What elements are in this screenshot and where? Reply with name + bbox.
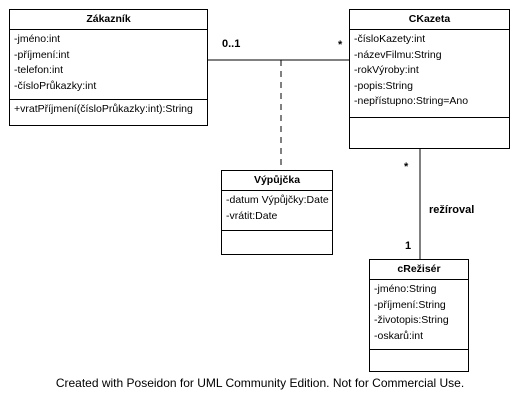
attribute: -příjmení:int <box>14 48 70 61</box>
attribute: -datum Výpůjčky:Date <box>226 194 329 206</box>
attribute: -čísloPrůkazky:int <box>14 79 97 92</box>
association-name-reziroval: režíroval <box>429 204 475 216</box>
attribute: -popis:String <box>354 79 413 92</box>
class-crezicer-name: cRežisér <box>370 260 468 280</box>
class-vypujcka-attributes: -datum Výpůjčky:Date -vrátit:Date <box>222 191 332 231</box>
class-zakaznik-attributes: -jméno:int -příjmení:int -telefon:int -č… <box>10 30 207 100</box>
attribute: -rokVýroby:int <box>354 64 419 76</box>
class-crezicer[interactable]: cRežisér -jméno:String -příjmení:String … <box>369 259 469 372</box>
class-zakaznik-operations: +vratPříjmení(čísloPrůkazky:int):String <box>10 100 207 120</box>
attribute: -příjmení:String <box>374 298 446 311</box>
class-ckazeta-name: CKazeta <box>350 10 509 30</box>
attribute: -čísloKazety:int <box>354 33 426 45</box>
class-ckazeta-operations <box>350 118 509 122</box>
class-vypujcka[interactable]: Výpůjčka -datum Výpůjčky:Date -vrátit:Da… <box>221 170 333 255</box>
class-zakaznik[interactable]: Zákazník -jméno:int -příjmení:int -telef… <box>9 9 208 126</box>
class-vypujcka-operations <box>222 231 332 235</box>
attribute: -oskarů:int <box>374 329 424 342</box>
attribute: -telefon:int <box>14 64 64 76</box>
attribute: -nepřístupno:String=Ano <box>354 95 469 107</box>
class-crezicer-operations <box>370 350 468 354</box>
attribute: -názevFilmu:String <box>354 48 442 61</box>
attribute: -jméno:int <box>14 33 61 45</box>
class-crezicer-attributes: -jméno:String -příjmení:String -životopi… <box>370 280 468 350</box>
class-zakaznik-name: Zákazník <box>10 10 207 30</box>
class-vypujcka-name: Výpůjčka <box>222 171 332 191</box>
attribute: -jméno:String <box>374 283 437 295</box>
class-ckazeta[interactable]: CKazeta -čísloKazety:int -názevFilmu:Str… <box>349 9 510 149</box>
operation: +vratPříjmení(čísloPrůkazky:int):String <box>14 103 193 115</box>
watermark-footer: Created with Poseidon for UML Community … <box>55 376 465 390</box>
multiplicity-rezicer-end: 1 <box>405 240 412 252</box>
class-ckazeta-attributes: -čísloKazety:int -názevFilmu:String -rok… <box>350 30 509 118</box>
attribute: -vrátit:Date <box>226 209 278 222</box>
multiplicity-ckazeta-top: * <box>404 161 409 173</box>
multiplicity-zakaznik-end: 0..1 <box>222 38 241 50</box>
multiplicity-ckazeta-end: * <box>338 39 343 51</box>
attribute: -životopis:String <box>374 314 449 326</box>
